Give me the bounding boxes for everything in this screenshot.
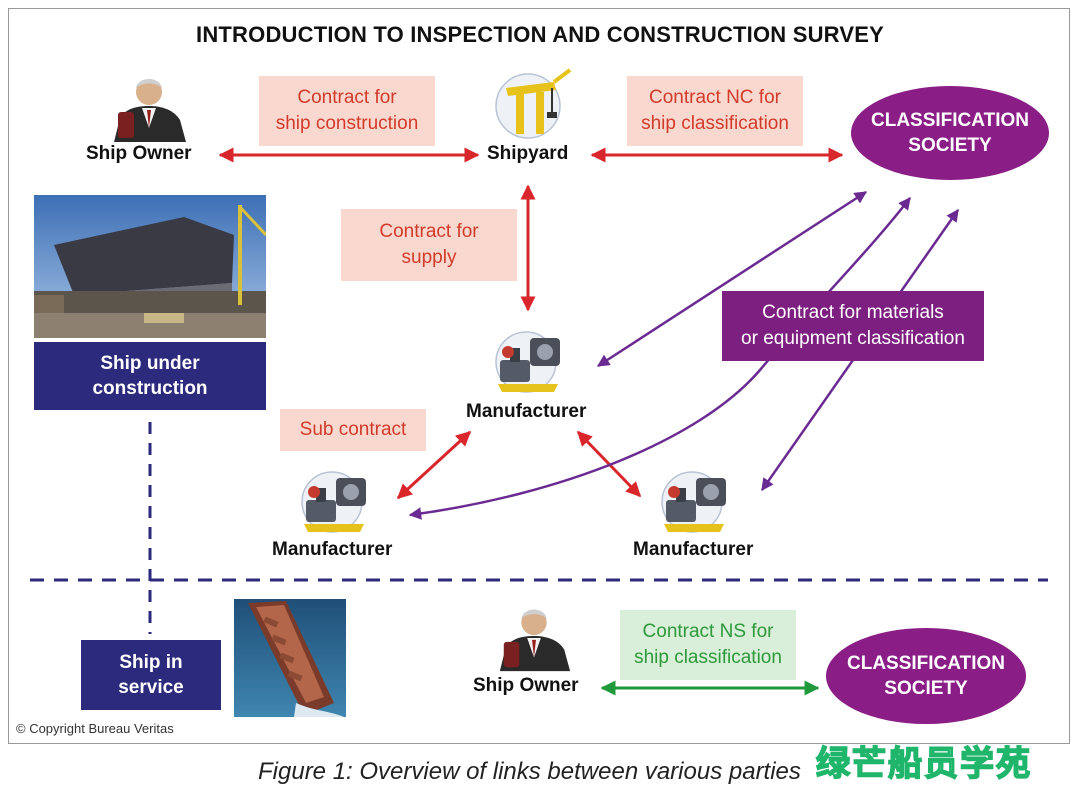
shipyard-label: Shipyard	[487, 143, 569, 164]
contract-ns-line2: ship classification	[634, 647, 782, 668]
ship-in-service-photo	[234, 599, 346, 717]
contract-ns-classification: Contract NS for ship classification	[620, 610, 796, 680]
society-bottom-line2: SOCIETY	[884, 678, 968, 699]
society-top-line1: CLASSIFICATION	[871, 110, 1029, 131]
machinery-icon	[495, 331, 560, 393]
copyright-note: © Copyright Bureau Veritas	[16, 721, 174, 736]
diagram-title: INTRODUCTION TO INSPECTION AND CONSTRUCT…	[196, 22, 884, 47]
contract-ship-construction-line2: ship construction	[275, 113, 419, 134]
contract-ship-construction-line1: Contract for	[297, 87, 397, 108]
ship-construction-photo	[34, 195, 266, 338]
manufacturer-left-label: Manufacturer	[272, 539, 393, 560]
contract-nc-line2: ship classification	[641, 113, 789, 134]
contract-materials-line1: Contract for materials	[762, 302, 944, 323]
stage-service-line1: Ship in	[119, 652, 183, 673]
machinery-icon	[661, 471, 726, 533]
contract-materials-equipment: Contract for materials or equipment clas…	[722, 291, 984, 361]
businessman-icon	[108, 72, 190, 142]
classification-society-top: CLASSIFICATION SOCIETY	[851, 86, 1049, 180]
machinery-icon	[301, 471, 366, 533]
stage-construction-line1: Ship under	[100, 353, 200, 374]
classification-society-bottom: CLASSIFICATION SOCIETY	[826, 628, 1026, 724]
watermark-logo: 绿芒船员学苑	[815, 743, 1032, 785]
contract-supply: Contract for supply	[341, 209, 517, 281]
contract-supply-line2: supply	[401, 247, 457, 268]
contract-sub: Sub contract	[280, 409, 426, 451]
society-bottom-line1: CLASSIFICATION	[847, 653, 1005, 674]
society-top-line2: SOCIETY	[908, 135, 992, 156]
contract-nc-line1: Contract NC for	[649, 87, 781, 108]
diagram-frame	[8, 8, 1070, 744]
figure-caption: Figure 1: Overview of links between vari…	[258, 758, 801, 785]
stage-construction-line2: construction	[92, 378, 208, 399]
crane-icon	[495, 68, 572, 139]
contract-ship-construction: Contract for ship construction	[259, 76, 435, 146]
manufacturer-center-label: Manufacturer	[466, 401, 587, 422]
manufacturer-right-label: Manufacturer	[633, 539, 754, 560]
stage-ship-in-service: Ship in service	[81, 640, 221, 710]
businessman-icon	[494, 602, 574, 672]
ship-owner-label-top: Ship Owner	[86, 143, 192, 164]
contract-supply-line1: Contract for	[379, 221, 479, 242]
contract-nc-classification: Contract NC for ship classification	[627, 76, 803, 146]
contract-ns-line1: Contract NS for	[642, 621, 774, 642]
stage-ship-under-construction: Ship under construction	[34, 342, 266, 410]
ship-owner-label-bottom: Ship Owner	[473, 675, 579, 696]
contract-materials-line2: or equipment classification	[741, 328, 965, 349]
stage-service-line2: service	[118, 677, 184, 698]
